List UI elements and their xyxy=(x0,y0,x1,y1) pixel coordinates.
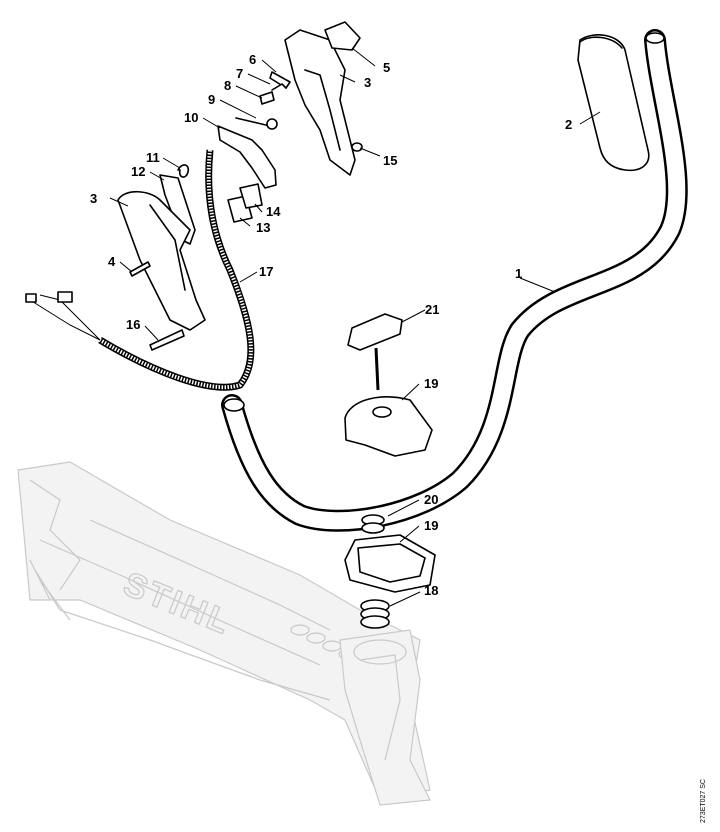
callout-7: 7 xyxy=(236,66,243,81)
spring-small xyxy=(361,514,385,534)
clamp-upper xyxy=(344,396,433,457)
callout-17: 17 xyxy=(259,264,273,279)
leader-lines xyxy=(109,47,601,607)
callout-2: 2 xyxy=(565,117,572,132)
document-code-text: 273ET027 SC xyxy=(700,779,707,823)
callout-15: 15 xyxy=(383,153,397,168)
callout-5: 5 xyxy=(383,60,390,75)
callout-16: 16 xyxy=(126,317,140,332)
callout-9: 9 xyxy=(208,92,215,107)
callout-6: 6 xyxy=(249,52,256,67)
handlebar-tube xyxy=(221,29,688,532)
callout-14: 14 xyxy=(266,204,281,219)
control-handle-half-upper xyxy=(284,29,356,176)
machine-housing-ghost xyxy=(17,461,431,806)
callout-18: 18 xyxy=(424,583,438,598)
lever xyxy=(217,125,277,189)
torsion-spring xyxy=(177,164,190,178)
callout-20: 20 xyxy=(424,492,438,507)
clamp-lower xyxy=(344,534,436,593)
star-knob xyxy=(347,313,403,391)
callout-4: 4 xyxy=(108,254,116,269)
callout-1: 1 xyxy=(515,266,522,281)
callout-8: 8 xyxy=(224,78,231,93)
callout-13: 13 xyxy=(256,220,270,235)
callout-11: 11 xyxy=(146,150,160,165)
callout-12: 12 xyxy=(131,164,145,179)
callout-3-lower: 3 xyxy=(90,191,97,206)
callout-10: 10 xyxy=(184,110,198,125)
control-handle-half-lower xyxy=(117,190,206,331)
small-parts xyxy=(235,71,291,130)
callout-21: 21 xyxy=(425,302,439,317)
callout-19-upper: 19 xyxy=(424,376,438,391)
plug xyxy=(351,142,363,152)
spring-large xyxy=(360,599,390,629)
callout-19-lower: 19 xyxy=(424,518,438,533)
switch-parts xyxy=(227,183,263,223)
callouts: 1 2 3 3 4 5 6 7 8 9 10 11 12 13 14 15 16… xyxy=(90,52,572,598)
grip xyxy=(577,34,650,172)
callout-3-upper: 3 xyxy=(364,75,371,90)
screws xyxy=(129,261,185,351)
cover xyxy=(324,21,361,51)
document-code: 273ET027 SC xyxy=(700,745,712,825)
throttle-cable xyxy=(25,149,255,391)
